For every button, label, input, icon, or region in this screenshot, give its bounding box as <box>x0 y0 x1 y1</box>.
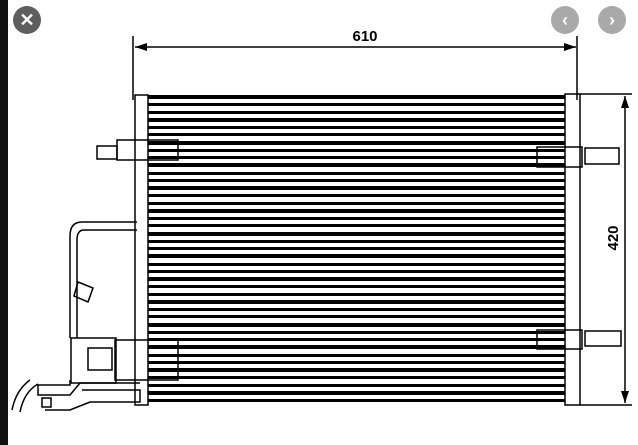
fin-stripe <box>148 345 565 349</box>
fin-stripe <box>148 338 565 341</box>
fin-stripe <box>148 202 565 205</box>
fin-stripe <box>148 315 565 318</box>
fin-stripe <box>148 263 565 266</box>
fin-stripe <box>148 300 565 304</box>
bracket-top-right-tab <box>584 147 620 165</box>
chevron-right-icon: › <box>609 9 615 30</box>
fin-stripe <box>148 103 565 106</box>
fin-stripe <box>148 285 565 288</box>
condenser-fins <box>148 95 565 402</box>
next-image-button[interactable]: › <box>598 6 626 34</box>
fin-stripe <box>148 126 565 129</box>
fin-stripe <box>148 172 565 175</box>
fin-stripe <box>148 293 565 296</box>
height-dimension-label: 420 <box>605 225 622 250</box>
fin-stripe <box>148 240 565 243</box>
chevron-left-icon: ‹ <box>562 9 568 30</box>
close-icon: ✕ <box>19 9 35 30</box>
fin-stripe <box>148 399 565 402</box>
fin-stripe <box>148 209 565 213</box>
fin-stripe <box>148 361 565 364</box>
fin-stripe <box>148 217 565 220</box>
fin-stripe <box>148 331 565 334</box>
fin-stripe <box>148 254 565 258</box>
fin-stripe <box>148 323 565 327</box>
fin-stripe <box>148 163 565 167</box>
viewer-left-edge <box>0 0 8 445</box>
fin-stripe <box>148 111 565 114</box>
width-dimension-label: 610 <box>352 28 377 45</box>
fin-stripe <box>148 133 565 136</box>
bracket-bottom-right-tab <box>584 330 622 347</box>
fin-stripe <box>148 232 565 236</box>
fin-stripe <box>148 118 565 122</box>
previous-image-button[interactable]: ‹ <box>551 6 579 34</box>
bracket-top-left-tab <box>96 145 118 160</box>
fin-stripe <box>148 277 565 281</box>
inlet-pipe <box>69 221 137 338</box>
fin-stripe <box>148 179 565 182</box>
fin-stripe <box>148 391 565 395</box>
fin-stripe <box>148 247 565 250</box>
fin-stripe <box>148 95 565 99</box>
bracket-bottom-left <box>114 339 179 381</box>
fin-stripe <box>148 156 565 159</box>
fin-stripe <box>148 149 565 152</box>
fin-stripe <box>148 384 565 387</box>
fin-stripe <box>148 308 565 311</box>
left-tank <box>134 94 149 406</box>
fin-stripe <box>148 270 565 273</box>
right-tank <box>564 93 581 406</box>
fin-stripe <box>148 354 565 357</box>
fin-stripe <box>148 368 565 372</box>
outlet-pipe <box>45 389 141 411</box>
close-button[interactable]: ✕ <box>13 6 41 34</box>
fin-stripe <box>148 141 565 145</box>
fin-stripe <box>148 186 565 190</box>
fin-stripe <box>148 376 565 379</box>
fin-stripe <box>148 224 565 227</box>
fin-stripe <box>148 194 565 197</box>
